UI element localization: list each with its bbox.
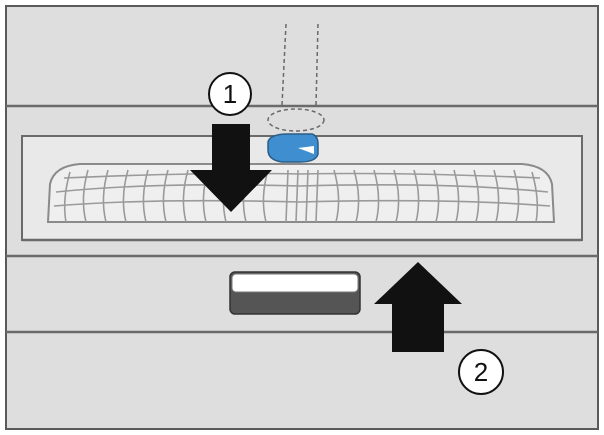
upper-basket <box>46 163 556 223</box>
spray-tube-base <box>267 108 325 132</box>
arrow-up-icon <box>374 262 462 352</box>
callout-1-circle <box>208 72 252 116</box>
door-handle <box>229 271 361 315</box>
basket-wire-pattern <box>53 169 551 223</box>
callout-1-label: 1 <box>223 79 237 109</box>
arrow-down-icon <box>190 124 272 212</box>
spray-arm-fitting-icon <box>267 133 319 163</box>
callout-2-circle <box>458 349 504 395</box>
callout-2: 2 <box>458 349 504 395</box>
callout-2-label: 2 <box>474 357 488 387</box>
callout-1: 1 <box>208 72 252 116</box>
